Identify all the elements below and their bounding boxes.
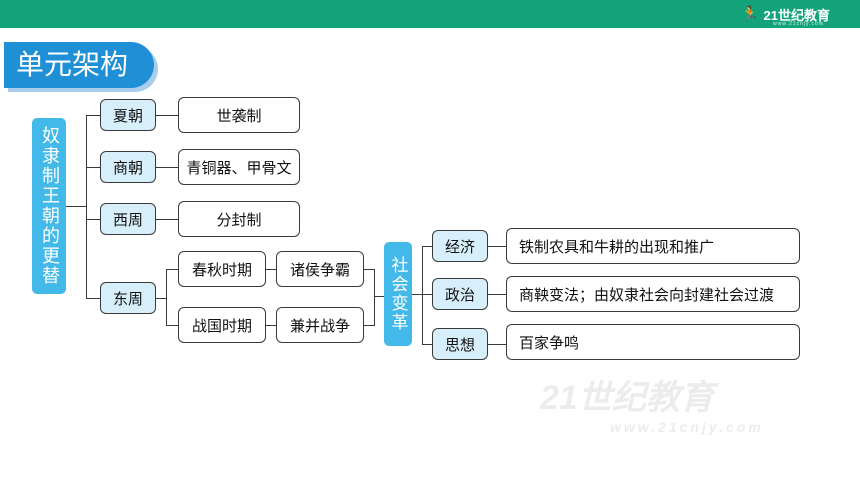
- brand-logo-url: www.21cnjy.com: [773, 21, 824, 27]
- period-detail-text: 兼并战争: [289, 316, 350, 335]
- period-detail-text: 诸侯争霸: [289, 260, 350, 279]
- period-detail-box: 兼并战争: [276, 307, 364, 343]
- aspect-detail-box: 商鞅变法；由奴隶社会向封建社会过渡: [506, 276, 800, 312]
- connector: [412, 294, 422, 295]
- watermark-text: 21世纪教育: [540, 379, 714, 417]
- dynasty-label: 夏朝: [112, 106, 143, 125]
- connector: [86, 115, 87, 298]
- aspect-node-economy: 经济: [432, 230, 488, 262]
- runner-icon: 🏃: [740, 6, 760, 23]
- connector: [488, 294, 506, 295]
- connector: [422, 344, 432, 345]
- aspect-label: 思想: [444, 335, 475, 354]
- page-title: 单元架构: [16, 48, 129, 81]
- detail-box: 青铜器、甲骨文: [178, 149, 300, 185]
- social-change-topic: 社会变革: [384, 242, 412, 346]
- connector: [166, 325, 178, 326]
- period-label: 战国时期: [191, 316, 252, 335]
- period-box: 春秋时期: [178, 251, 266, 287]
- detail-box: 世袭制: [178, 97, 300, 133]
- connector: [422, 294, 432, 295]
- aspect-node-politics: 政治: [432, 278, 488, 310]
- dynasty-label: 商朝: [112, 158, 143, 177]
- brand-logo-text: 21世纪教育: [763, 7, 830, 23]
- top-bar: 🏃 21世纪教育 www.21cnjy.com: [0, 0, 860, 28]
- detail-text: 青铜器、甲骨文: [186, 158, 292, 177]
- aspect-label: 经济: [444, 237, 475, 256]
- dynasty-node-xizhou: 西周: [100, 203, 156, 235]
- dynasty-node-dongzhou: 东周: [100, 282, 156, 314]
- dynasty-node-shang: 商朝: [100, 151, 156, 183]
- dynasty-label: 西周: [112, 210, 143, 229]
- connector: [364, 325, 374, 326]
- connector: [156, 167, 178, 168]
- connector: [86, 167, 100, 168]
- dynasty-node-xia: 夏朝: [100, 99, 156, 131]
- root-topic: 奴隶制王朝的更替: [32, 118, 66, 294]
- connector: [86, 298, 100, 299]
- detail-text: 世袭制: [216, 106, 262, 125]
- connector: [266, 325, 276, 326]
- detail-text: 分封制: [216, 210, 262, 229]
- period-detail-box: 诸侯争霸: [276, 251, 364, 287]
- brand-logo: 🏃 21世纪教育: [741, 4, 830, 24]
- detail-box: 分封制: [178, 201, 300, 237]
- aspect-detail-text: 百家争鸣: [519, 333, 580, 352]
- connector: [156, 298, 166, 299]
- connector: [86, 219, 100, 220]
- connector: [66, 206, 86, 207]
- root-topic-label: 奴隶制王朝的更替: [39, 126, 60, 286]
- connector: [422, 246, 423, 344]
- connector: [86, 115, 100, 116]
- connector: [488, 344, 506, 345]
- dynasty-label: 东周: [112, 289, 143, 308]
- watermark-url: www.21cnjy.com: [610, 419, 764, 435]
- aspect-label: 政治: [444, 285, 475, 304]
- connector: [156, 115, 178, 116]
- aspect-detail-text: 商鞅变法；由奴隶社会向封建社会过渡: [519, 285, 775, 304]
- aspect-node-thought: 思想: [432, 328, 488, 360]
- connector: [166, 269, 167, 325]
- period-label: 春秋时期: [191, 260, 252, 279]
- connector: [266, 269, 276, 270]
- connector: [364, 269, 374, 270]
- connector: [488, 246, 506, 247]
- connector: [374, 296, 384, 297]
- aspect-detail-box: 铁制农具和牛耕的出现和推广: [506, 228, 800, 264]
- connector: [422, 246, 432, 247]
- watermark-logo: 21世纪教育 www.21cnjy.com: [540, 370, 830, 450]
- connector: [166, 269, 178, 270]
- social-change-label: 社会变革: [387, 256, 408, 332]
- connector: [156, 219, 178, 220]
- aspect-detail-box: 百家争鸣: [506, 324, 800, 360]
- aspect-detail-text: 铁制农具和牛耕的出现和推广: [519, 237, 715, 256]
- title-tab: 单元架构: [4, 42, 154, 88]
- period-box: 战国时期: [178, 307, 266, 343]
- connector: [374, 269, 375, 326]
